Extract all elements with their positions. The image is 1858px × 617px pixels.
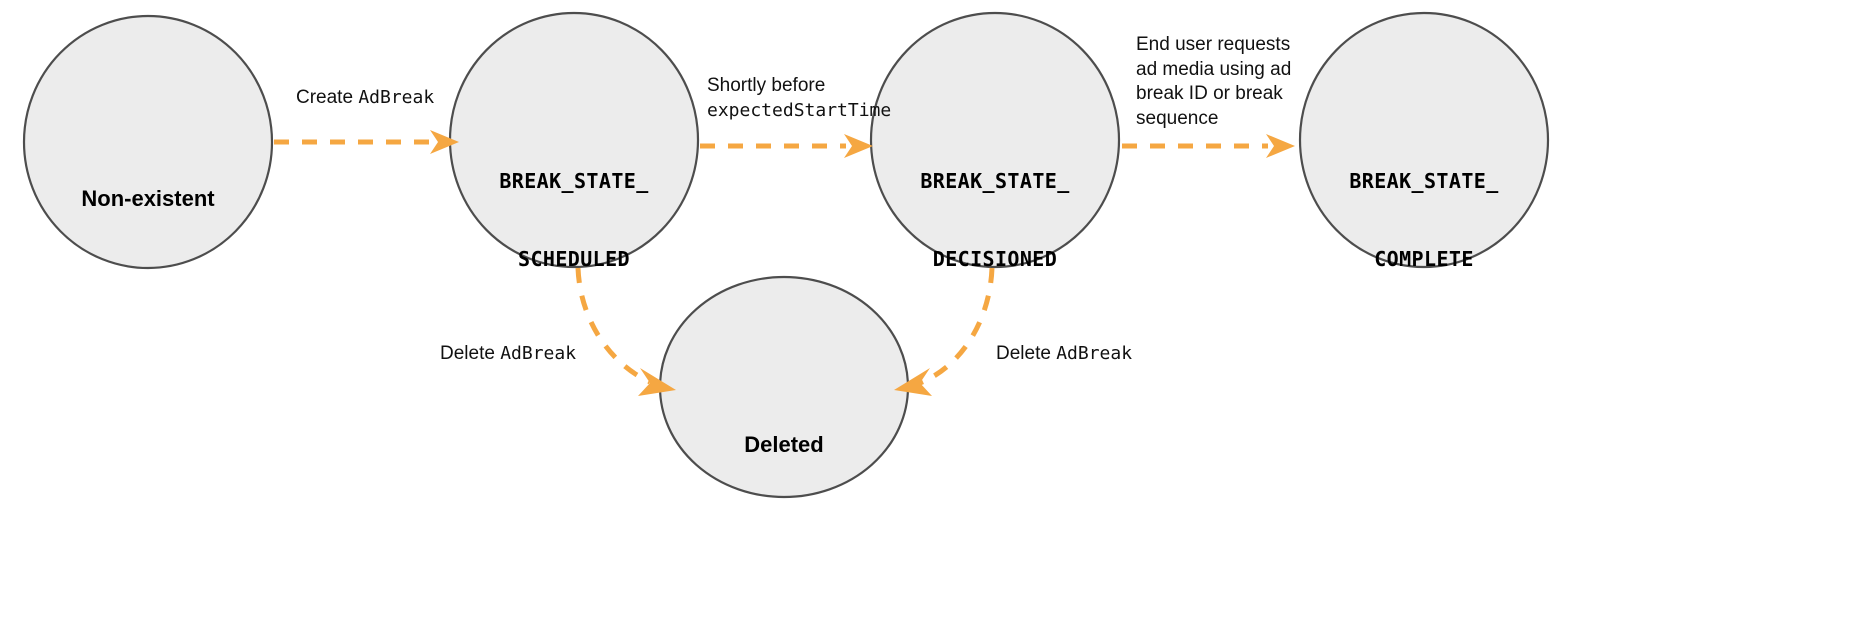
edge-create [274, 130, 459, 154]
edge-label-create: Create AdBreak [296, 87, 435, 108]
edge-delete-from-scheduled [575, 267, 676, 396]
edge-label-delete-from-decisioned: Delete AdBreak [996, 343, 1133, 364]
node-break-state-decisioned[interactable] [869, 11, 1121, 269]
edge-schedule-to-decision [700, 134, 873, 158]
arrowhead-icon [1266, 134, 1295, 158]
arrowhead-icon [844, 134, 873, 158]
arrowhead-icon [430, 130, 459, 154]
edge-delete-from-decisioned [894, 267, 995, 396]
edge-decision-to-complete [1122, 134, 1295, 158]
edge-delete-from-scheduled-path [575, 267, 652, 385]
arrowhead-icon [894, 368, 932, 396]
edge-label-delete-from-scheduled: Delete AdBreak [440, 343, 577, 364]
node-non-existent[interactable] [22, 14, 274, 270]
edge-delete-from-decisioned-path [919, 267, 995, 386]
node-break-state-complete[interactable] [1298, 11, 1550, 269]
arrowhead-icon [638, 368, 676, 396]
node-break-state-scheduled[interactable] [448, 11, 700, 269]
edge-label-decision-to-complete: End user requests ad media using ad brea… [1136, 34, 1292, 130]
node-deleted[interactable] [658, 275, 910, 499]
